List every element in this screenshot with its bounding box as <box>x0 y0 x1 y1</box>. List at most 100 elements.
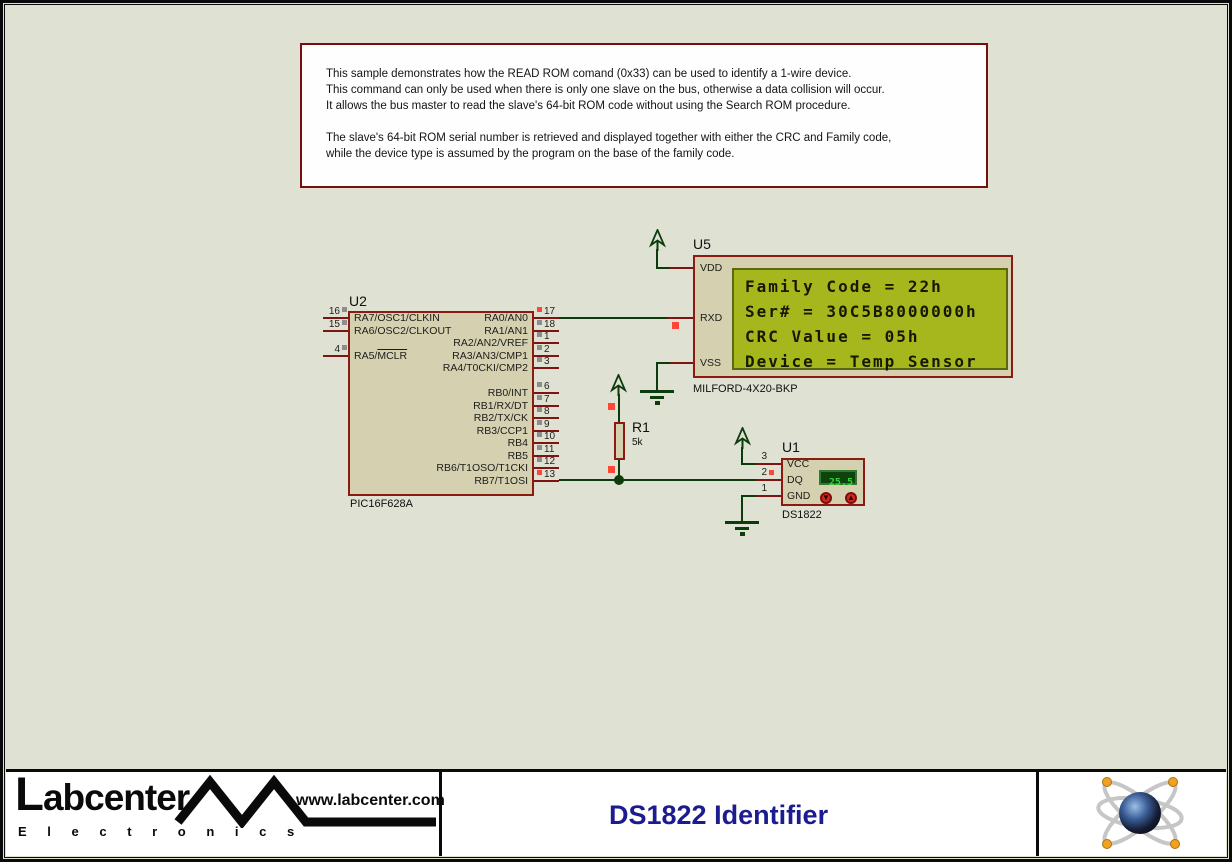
u2-pin-stub <box>534 317 559 319</box>
atom-icon <box>1096 777 1184 849</box>
title-block: Labcenter www.labcenter.com E l e c t r … <box>6 769 1226 856</box>
u1-temperature-display: 25.5 <box>819 470 857 488</box>
pin-number: 11 <box>544 444 555 455</box>
pin-state-marker <box>537 307 542 312</box>
website-url[interactable]: www.labcenter.com <box>296 792 445 809</box>
u1-ref: U1 <box>782 439 800 455</box>
lcd-line: Family Code = 22h <box>745 277 943 296</box>
pin-state-marker <box>342 345 347 350</box>
u2-body[interactable] <box>348 311 534 496</box>
pin-number: 2 <box>544 344 550 355</box>
u5-vss-stub <box>668 362 693 364</box>
wire-ra0-rxd[interactable] <box>559 317 669 319</box>
pin-label: GND <box>787 490 811 502</box>
u1-gnd-wire-h <box>741 495 756 497</box>
u2-pin-stub <box>534 342 559 344</box>
note-box[interactable]: This sample demonstrates how the READ RO… <box>300 43 988 188</box>
note-line: This sample demonstrates how the READ RO… <box>326 68 852 80</box>
pin-number: 8 <box>544 406 550 417</box>
sheet-title-cell: DS1822 Identifier <box>442 772 1039 856</box>
pin-number: 2 <box>761 467 767 478</box>
pin-label: RB0/INT <box>487 387 528 399</box>
u5-vss-wire-h <box>656 362 670 364</box>
u2-pin-stub <box>534 442 559 444</box>
pin-number: 12 <box>544 456 556 467</box>
u1-vcc-wire-h <box>741 463 756 465</box>
pin-state-marker <box>537 382 542 387</box>
temp-up-button[interactable]: ▲ <box>845 492 857 504</box>
pin-label: VCC <box>787 458 810 470</box>
pin-label: RB3/CCP1 <box>476 425 528 437</box>
pin-number: 4 <box>334 344 340 355</box>
pin-number: 15 <box>328 319 340 330</box>
u1-body[interactable]: 25.5 ▼ ▲ <box>781 458 865 506</box>
u2-pin-stub <box>323 355 348 357</box>
down-arrow-icon: ▼ <box>822 493 830 502</box>
r1-top-wire <box>618 394 620 423</box>
u2-pin-stub <box>534 480 559 482</box>
pin-state-marker <box>537 445 542 450</box>
wire-rb7-dq[interactable] <box>559 479 756 481</box>
r1-value: 5k <box>632 437 643 448</box>
u5-ref: U5 <box>693 236 711 252</box>
pin-label: RA3/AN3/CMP1 <box>452 350 528 362</box>
u2-pin-stub <box>323 330 348 332</box>
pin-label: RA4/T0CKI/CMP2 <box>442 362 528 374</box>
pin-state-marker <box>537 432 542 437</box>
pin-label: RA1/AN1 <box>484 325 528 337</box>
note-line: It allows the bus master to read the sla… <box>326 100 851 112</box>
u1-vcc-wire-v <box>741 447 743 465</box>
power-arrow-icon <box>610 374 627 396</box>
logic-indicator-rxd <box>672 322 679 329</box>
temp-down-button[interactable]: ▼ <box>820 492 832 504</box>
note-line: This command can only be used when there… <box>326 84 885 96</box>
pin-number: 13 <box>544 469 556 480</box>
pin-label: RA0/AN0 <box>484 312 528 324</box>
u1-value: DS1822 <box>782 509 822 521</box>
u5-pin-vss: VSS <box>700 357 722 369</box>
pin-state-marker <box>537 345 542 350</box>
logic-indicator-r1-bottom <box>608 466 615 473</box>
logic-indicator-r1-top <box>608 403 615 410</box>
pin-label: RB5 <box>507 450 528 462</box>
u5-vdd-wire-v <box>656 249 658 269</box>
sheet-title: DS1822 Identifier <box>609 800 829 830</box>
u5-rxd-stub <box>668 317 693 319</box>
pin-number: 1 <box>761 483 767 494</box>
pin-state-marker <box>537 457 542 462</box>
pin-state-marker <box>537 395 542 400</box>
pin-number: 16 <box>328 306 340 317</box>
pin-number: 17 <box>544 306 556 317</box>
u2-pin-stub <box>534 417 559 419</box>
u2-pin-stub <box>534 367 559 369</box>
up-arrow-icon: ▲ <box>847 493 855 502</box>
pin-number: 10 <box>544 431 556 442</box>
u5-value: MILFORD-4X20-BKP <box>693 383 798 395</box>
pin-number: 6 <box>544 381 550 392</box>
u5-pin-vdd: VDD <box>700 262 723 274</box>
u2-ref: U2 <box>349 293 367 309</box>
pin-state-marker <box>537 407 542 412</box>
u2-pin-stub <box>534 405 559 407</box>
r1-body[interactable] <box>614 422 625 460</box>
pin-label: RB2/TX/CK <box>473 412 528 424</box>
u2-value: PIC16F628A <box>350 498 413 510</box>
power-arrow-icon <box>649 229 666 251</box>
u5-vdd-wire-h <box>656 267 670 269</box>
electronics-label: E l e c t r o n i c s <box>18 824 303 839</box>
r1-ref: R1 <box>632 419 650 435</box>
u5-pin-rxd: RXD <box>700 312 723 324</box>
u1-pin-stub <box>755 495 781 497</box>
pin-number: 7 <box>544 394 550 405</box>
note-line: The slave's 64-bit ROM serial number is … <box>326 132 892 144</box>
power-arrow-icon <box>734 427 751 449</box>
u2-pin-stub <box>323 317 348 319</box>
pin-state-marker <box>342 320 347 325</box>
pin-label: RA6/OSC2/CLKOUT <box>354 325 452 337</box>
u1-pin-stub <box>755 479 781 481</box>
u2-pin-stub <box>534 330 559 332</box>
note-line <box>326 114 986 130</box>
